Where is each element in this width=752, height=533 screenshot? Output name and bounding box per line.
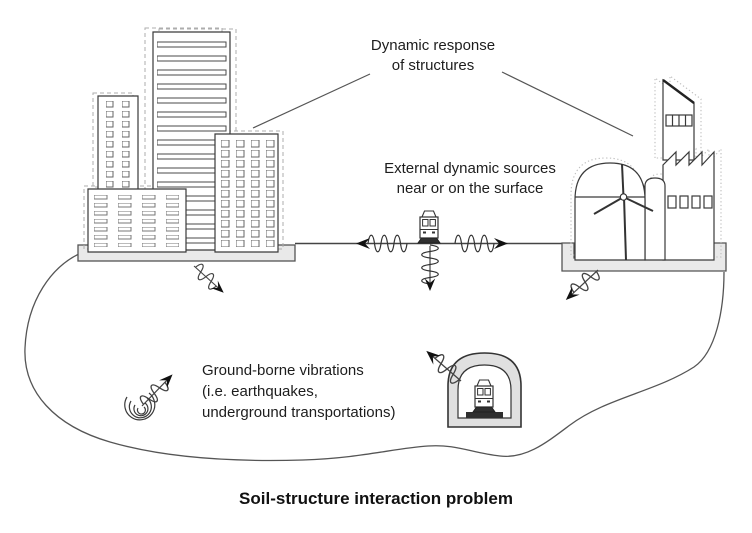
chimney-tower <box>662 79 695 161</box>
wind-turbine-icon <box>593 163 654 261</box>
dynamic-response-label: Dynamic response of structures <box>370 37 496 74</box>
ground-borne-label: Ground-borne vibrations (i.e. earthquake… <box>202 362 396 421</box>
industrial-plant-icon <box>561 75 727 272</box>
tunnel-icon <box>447 352 522 428</box>
diagram-caption: Soil-structure interaction problem <box>239 489 513 508</box>
soil-boundary <box>24 252 725 462</box>
dome-building <box>574 162 646 261</box>
seismic-source-icon <box>124 392 156 421</box>
silo-tank <box>644 177 666 261</box>
surface-train-icon <box>417 210 441 244</box>
office-building-right <box>214 133 279 253</box>
office-building-wide <box>87 188 187 253</box>
apartment-building-left <box>97 95 139 191</box>
annotation-line-left <box>252 73 371 129</box>
vertical-wave-arrow <box>421 244 439 291</box>
annotation-line-right <box>501 71 634 137</box>
vibration-arrow-seismic <box>135 368 179 412</box>
city-buildings-icon <box>77 27 296 262</box>
surface-waves-right <box>454 234 508 253</box>
external-sources-label: External dynamic sources near or on the … <box>384 160 556 197</box>
factory-building <box>662 151 715 261</box>
vibration-arrow-left-slab <box>188 260 229 299</box>
surface-waves-left <box>356 234 408 253</box>
